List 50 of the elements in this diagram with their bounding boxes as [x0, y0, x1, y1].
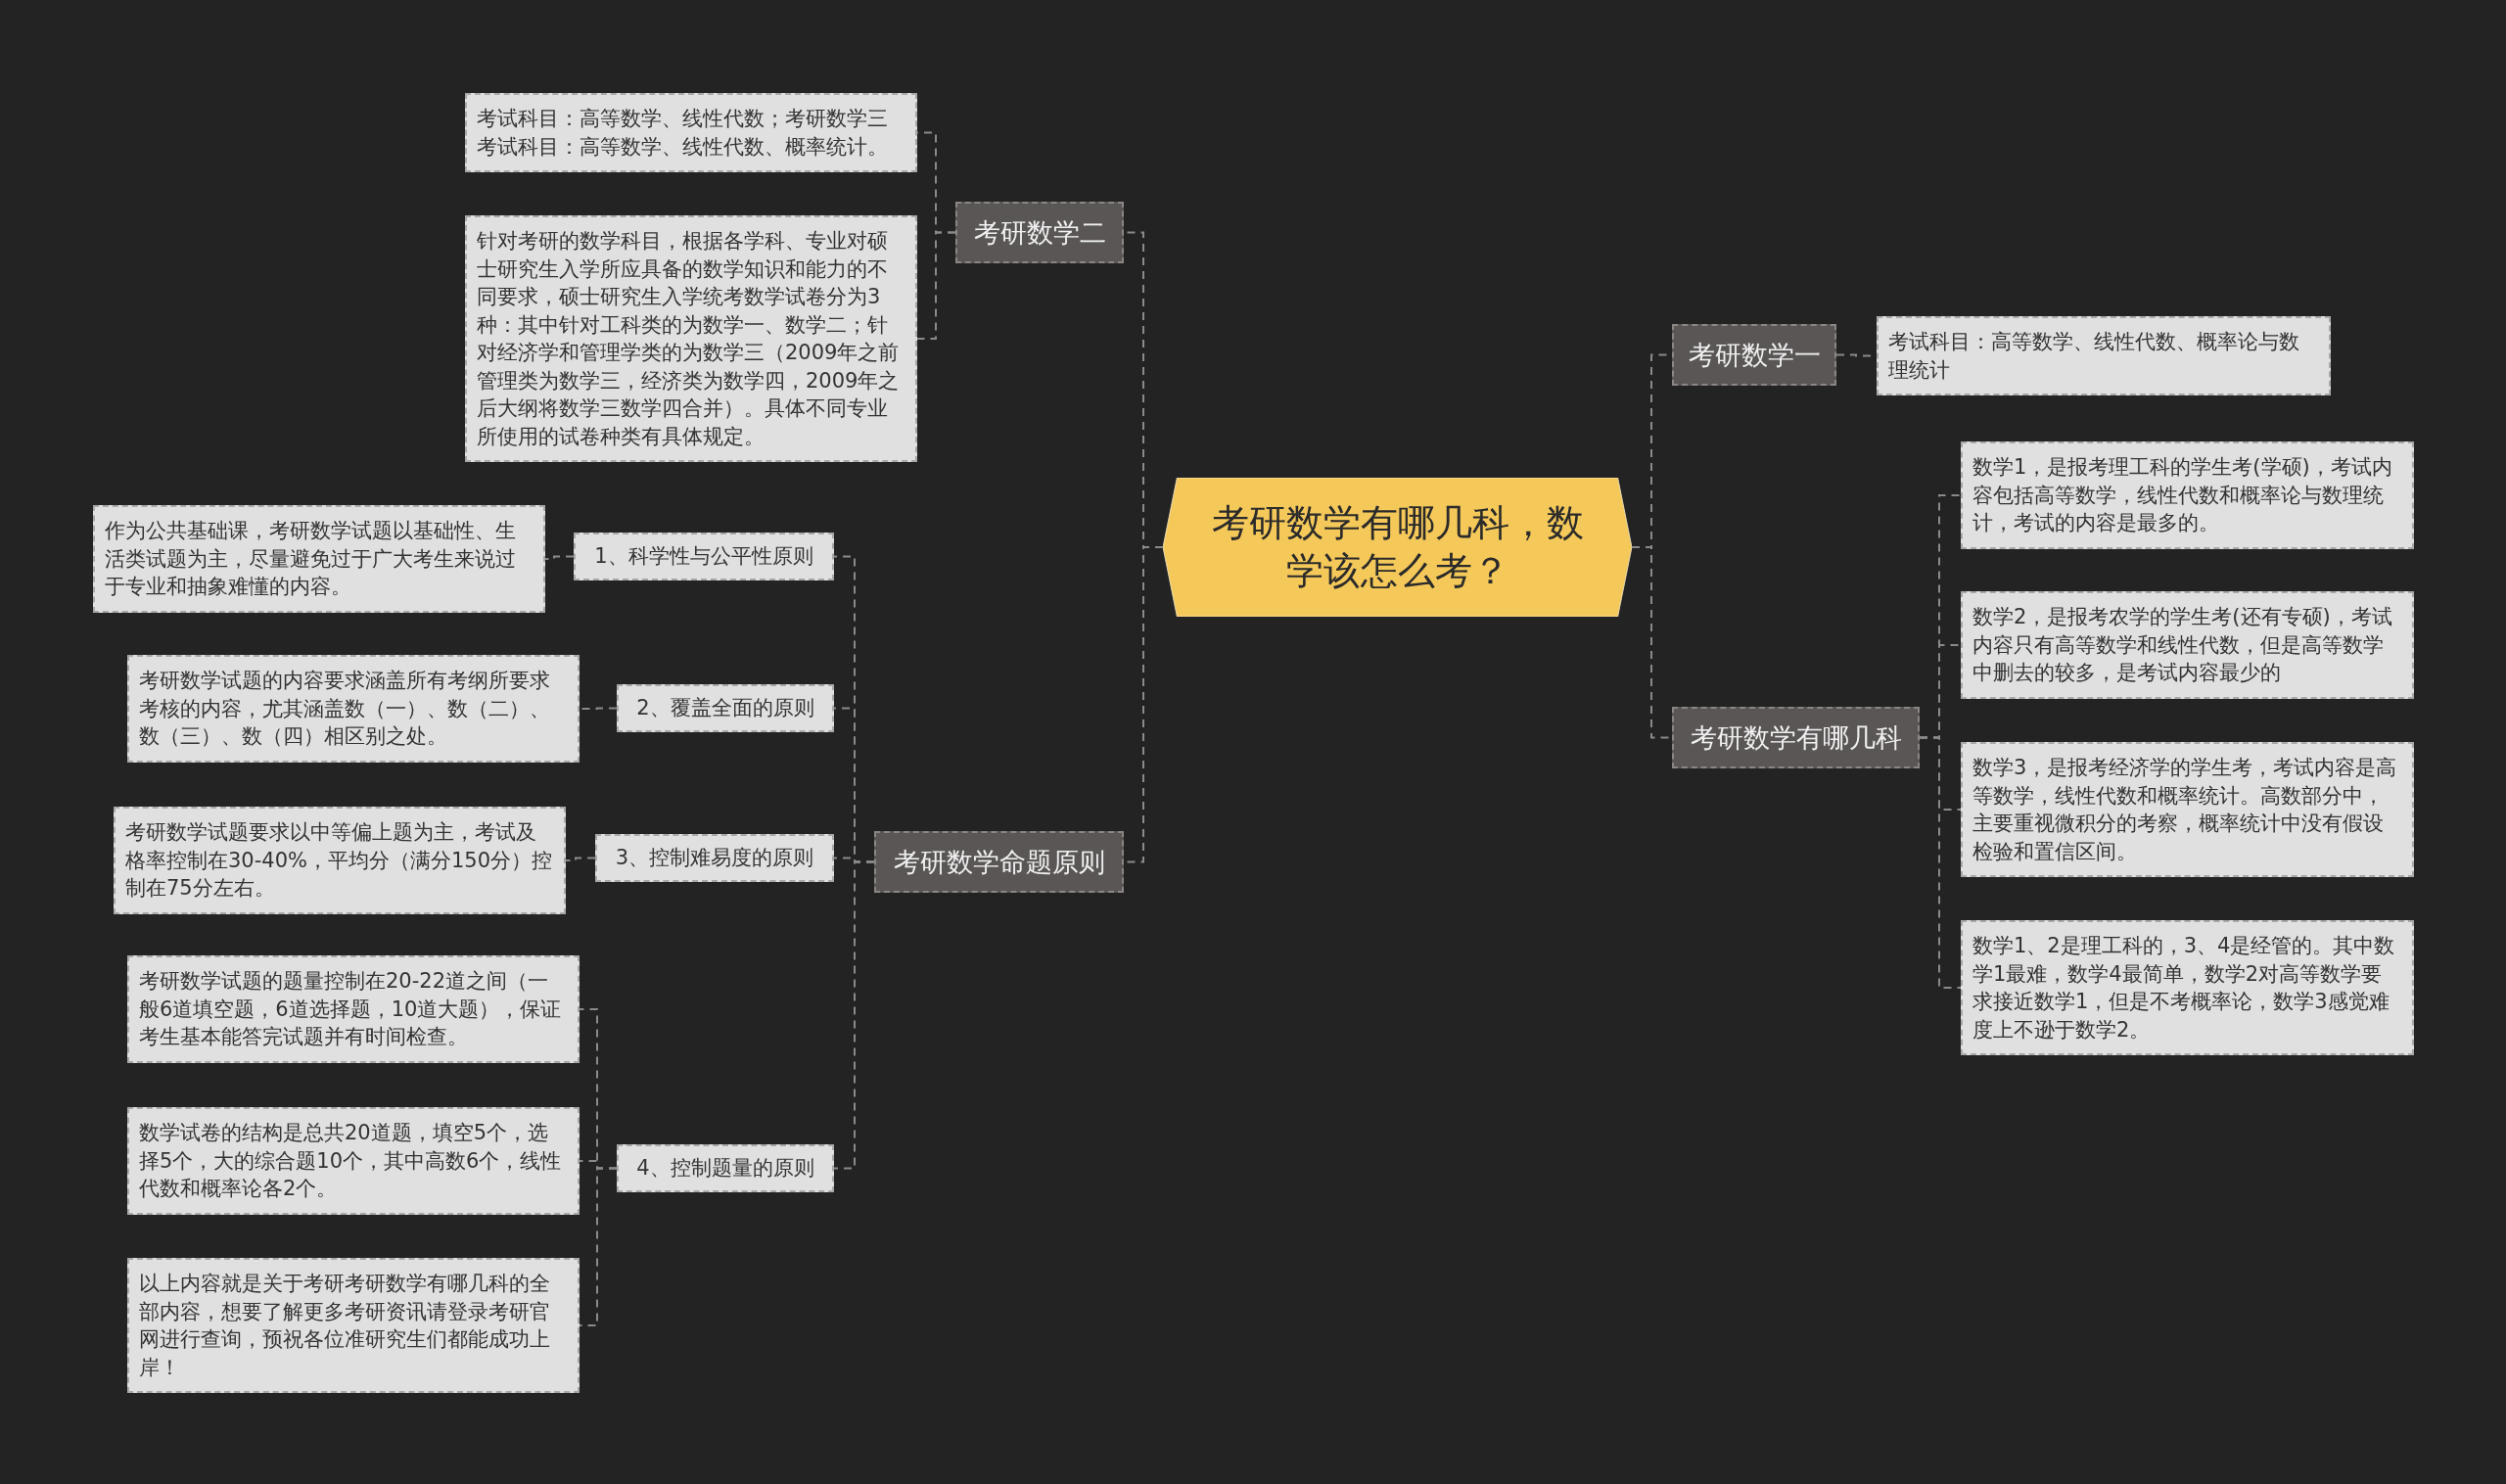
note-text: 数学2，是报考农学的学生考(还有专硕)，考试内容只有高等数学和线性代数，但是高等数学中删去的较多，是考试内容最少的 [1972, 604, 2393, 687]
note-box [93, 505, 545, 613]
note-box [1961, 591, 2414, 699]
branch-label: 考研数学有哪几科 [1690, 722, 1902, 753]
note-text: 数学试卷的结构是总共20道题，填空5个，选择5个，大的综合题10个，其中高数6个，线性代数和概率论各2个。 [139, 1120, 563, 1203]
connector-line [565, 857, 596, 861]
note-text: 数学1、2是理工科的，3、4是经管的。其中数学1最难，数学4最简单，数学2对高等数学要求接近数学1，但是不考概率论，数学3感觉难度上不逊于数学2。 [1972, 933, 2396, 1043]
principle-label: 4、控制题量的原则 [635, 1155, 815, 1182]
note-text: 针对考研的数学科目，根据各学科、专业对硕士研究生入学所应具备的数学知识和能力的不同要求，硕士研究生入学统考数学试卷分为3种：其中针对工科类的为数学一、数学二；针对经济学和管理学类的为数学三（2009年之前管理类为数学三，经济类为数学四，2009年之后大纲将数学三数学四合并）。具体不同专业所使用的试卷种类有具体规定。 [477, 228, 901, 450]
note-box [127, 655, 580, 763]
branch-label: 考研数学命题原则 [893, 847, 1105, 877]
note-box [465, 93, 917, 173]
branch-box [874, 831, 1124, 894]
note-box [1961, 920, 2414, 1056]
note-text: 考研数学试题的内容要求涵盖所有考纲所要求考核的内容，尤其涵盖数（一）、数（二）、数（三）、数（四）相区别之处。 [139, 668, 551, 751]
note-text: 考研数学试题的题量控制在20-22道之间（一般6道填空题，6道选择题，10道大题），保证考生基本能答完试题并有时间检查。 [139, 968, 563, 1051]
principle-label: 3、控制难易度的原则 [614, 845, 815, 871]
connector-line [1919, 736, 1962, 989]
note-box [127, 1258, 580, 1394]
principle-box [595, 834, 834, 882]
note-box [465, 215, 917, 463]
note-text: 考研数学试题要求以中等偏上题为主，考试及格率控制在30-40%，平均分（满分150分）控制在75分左右。 [125, 819, 554, 903]
note-text: 数学1，是报考理工科的学生考(学硕)，考试内容包括高等数学，线性代数和概率论与数理统计，考试的内容是最多的。 [1972, 454, 2393, 537]
branch-label: 考研数学二 [973, 217, 1106, 248]
connector-line [544, 555, 575, 560]
note-box [114, 807, 566, 914]
connector-line [833, 860, 875, 1170]
note-text: 考试科目：高等数学、线性代数；考研数学三考试科目：高等数学、线性代数、概率统计。 [477, 106, 889, 161]
topic-hexagon [1163, 478, 1632, 617]
principle-label: 2、覆盖全面的原则 [635, 695, 815, 721]
note-box [127, 1107, 580, 1215]
note-box [1961, 441, 2414, 549]
connector-line [916, 231, 956, 340]
principle-box [617, 684, 834, 732]
principle-label: 1、科学性与公平性原则 [593, 543, 814, 570]
principle-box [574, 533, 834, 580]
connector-line [579, 1167, 618, 1326]
note-box [127, 955, 580, 1063]
note-box [1877, 316, 2331, 396]
branch-label: 考研数学一 [1688, 340, 1821, 370]
branch-box [955, 202, 1124, 264]
principle-box [617, 1144, 834, 1192]
branch-box [1672, 707, 1920, 769]
note-text: 考试科目：高等数学、线性代数、概率论与数理统计 [1888, 329, 2300, 384]
branch-box [1672, 324, 1836, 387]
note-text: 作为公共基础课，考研数学试题以基础性、生活类试题为主，尽量避免过于广大考生来说过于专业和抽象难懂的内容。 [105, 518, 517, 601]
note-text: 数学3，是报考经济学的学生考，考试内容是高等数学，线性代数和概率统计。高数部分中，主要重视微积分的考察，概率统计中没有假设检验和置信区间。 [1972, 755, 2398, 865]
topic-title: 考研数学有哪几科，数学该怎么考？ [1210, 499, 1585, 594]
note-text: 以上内容就是关于考研考研数学有哪几科的全部内容，想要了解更多考研资讯请登录考研官网进行查询，预祝各位准研究生们都能成功上岸！ [139, 1271, 551, 1381]
note-box [1961, 742, 2414, 878]
